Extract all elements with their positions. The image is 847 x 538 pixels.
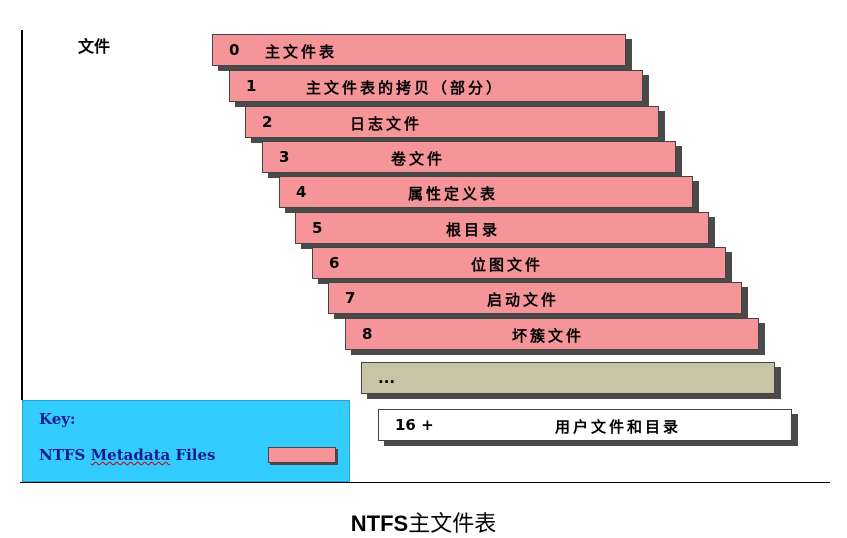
mft-record-7: 7 启动文件 xyxy=(328,282,742,314)
mft-record-ellipsis: ... xyxy=(361,362,775,394)
legend-text-part: Metadata xyxy=(90,446,171,464)
left-border-line xyxy=(21,30,23,400)
mft-record-0: 0 主文件表 xyxy=(212,34,626,66)
record-label: 卷文件 xyxy=(391,150,446,168)
mft-record-1: 1 主文件表的拷贝（部分） xyxy=(229,70,643,102)
mft-record-5: 5 根目录 xyxy=(295,212,709,244)
files-heading: 文件 xyxy=(78,37,111,56)
legend-text-part: Files xyxy=(170,446,216,464)
record-number: 6 xyxy=(329,254,340,272)
record-number: 16 + xyxy=(395,416,434,434)
legend-key: Key: NTFS Metadata Files xyxy=(22,400,350,482)
caption-latin: NTFS xyxy=(350,511,409,536)
record-label: 日志文件 xyxy=(350,115,423,133)
mft-record-3: 3 卷文件 xyxy=(262,141,676,173)
mft-record-6: 6 位图文件 xyxy=(312,247,726,279)
record-label: 启动文件 xyxy=(487,291,560,309)
caption-cjk: 主文件表 xyxy=(408,511,497,536)
record-number: 3 xyxy=(279,148,290,166)
record-label: 主文件表 xyxy=(265,43,338,61)
record-label: 属性定义表 xyxy=(408,185,499,203)
mft-record-4: 4 属性定义表 xyxy=(279,176,693,208)
mft-record-user-files: 16 + 用户文件和目录 xyxy=(378,409,792,441)
record-label: 位图文件 xyxy=(471,256,544,274)
record-label: 坏簇文件 xyxy=(512,327,585,345)
record-number: 1 xyxy=(246,77,257,95)
legend-metadata-label: NTFS Metadata Files xyxy=(39,446,216,464)
record-number: 2 xyxy=(262,113,273,131)
figure-caption: NTFS主文件表 xyxy=(0,506,847,538)
bottom-border-line xyxy=(20,482,830,483)
mft-record-2: 2 日志文件 xyxy=(245,106,659,138)
mft-record-8: 8 坏簇文件 xyxy=(345,318,759,350)
ellipsis-label: ... xyxy=(378,369,396,387)
record-label: 用户文件和目录 xyxy=(555,418,682,436)
record-label: 根目录 xyxy=(446,221,501,239)
record-number: 4 xyxy=(296,183,307,201)
record-number: 8 xyxy=(362,325,373,343)
legend-title: Key: xyxy=(39,410,76,428)
legend-text-part: NTFS xyxy=(39,446,91,464)
record-number: 7 xyxy=(345,289,356,307)
legend-metadata-swatch xyxy=(268,447,336,463)
record-number: 0 xyxy=(229,41,240,59)
record-number: 5 xyxy=(312,219,323,237)
record-label: 主文件表的拷贝（部分） xyxy=(306,79,505,97)
